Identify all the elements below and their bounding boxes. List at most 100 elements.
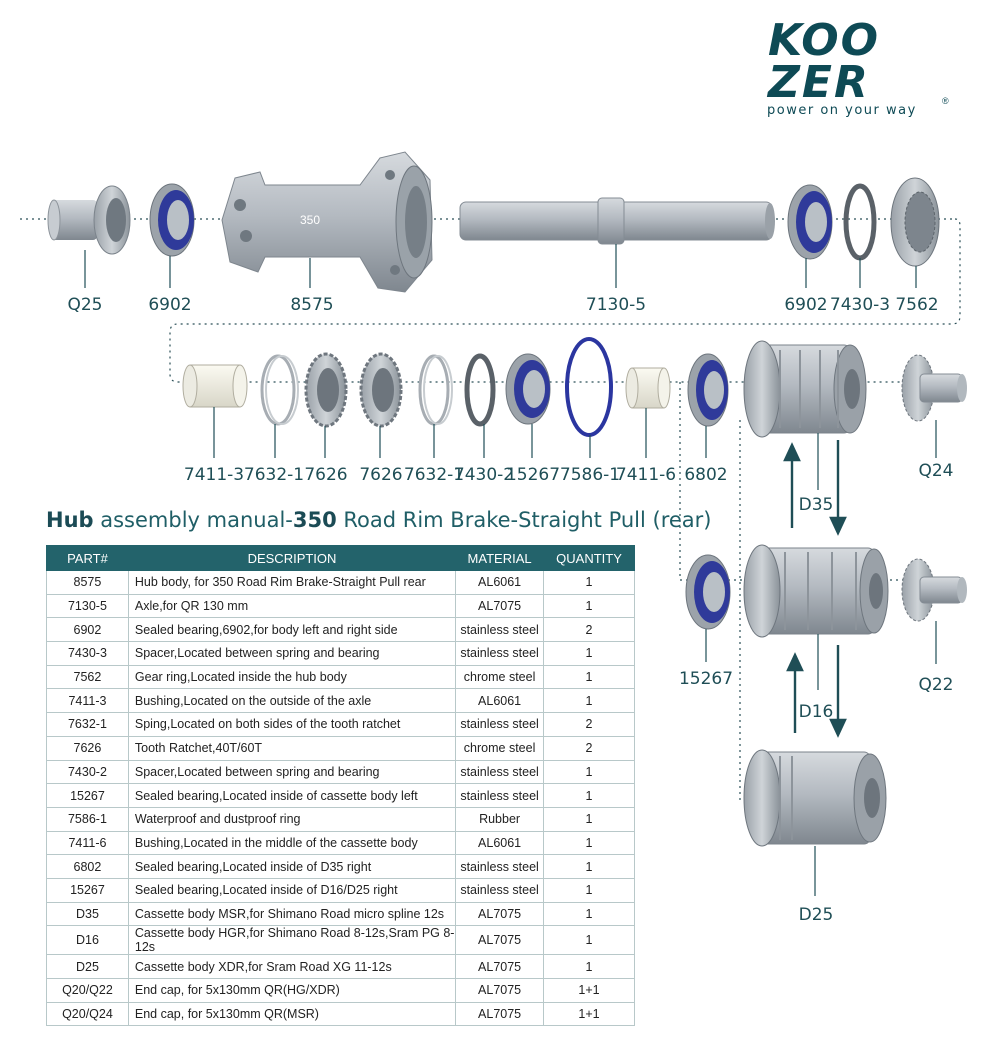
cell-material: AL7075 <box>455 954 545 979</box>
label-6802: 6802 <box>684 465 727 485</box>
brand-word-line1: KOO <box>768 15 881 66</box>
cell-description: Cassette body MSR,for Shimano Road micro… <box>127 901 457 927</box>
leader-lines <box>84 244 937 896</box>
cell-quantity: 1 <box>543 806 635 832</box>
label-7586-1: 7586-1 <box>560 465 620 485</box>
spacer-7430-3 <box>843 183 877 261</box>
bearing-6902-right <box>787 184 833 260</box>
end-cap-q24 <box>901 354 967 422</box>
cell-material: AL7075 <box>455 901 545 927</box>
ratchet-7626-left <box>304 352 348 428</box>
bushing-7411-6 <box>625 367 671 409</box>
cell-description: Sping,Located on both sides of the tooth… <box>127 712 457 737</box>
title-hub: Hub <box>46 508 94 532</box>
cell-quantity: 1 <box>543 593 635 619</box>
cell-part: 7632-1 <box>46 712 129 737</box>
cell-material: stainless steel <box>455 641 545 666</box>
cell-material: stainless steel <box>455 877 545 903</box>
cell-quantity: 1 <box>543 664 635 690</box>
label-15267-right: 15267 <box>679 669 733 689</box>
cell-quantity: 1 <box>543 783 635 808</box>
header-material: MATERIAL <box>455 545 545 571</box>
cell-part: D25 <box>46 954 129 979</box>
cell-quantity: 1 <box>543 854 635 879</box>
cell-material: stainless steel <box>455 712 545 737</box>
cassette-body-d16 <box>743 544 889 638</box>
cell-part: 7586-1 <box>46 806 129 832</box>
cell-description: Waterproof and dustproof ring <box>127 806 457 832</box>
cell-description: Hub body, for 350 Road Rim Brake-Straigh… <box>127 570 457 595</box>
cell-part: 7626 <box>46 735 129 761</box>
assembly-axis-lines <box>20 218 965 801</box>
title-mid: assembly manual- <box>93 508 293 532</box>
title-model: 350 <box>292 508 337 532</box>
cell-material: Rubber <box>455 806 545 832</box>
cell-quantity: 1 <box>543 901 635 927</box>
cell-material: AL7075 <box>455 978 545 1003</box>
label-7411-6: 7411-6 <box>616 465 676 485</box>
cell-part: 7411-6 <box>46 830 129 856</box>
manual-title: Hub assembly manual-350 Road Rim Brake-S… <box>46 508 712 532</box>
cell-part: D35 <box>46 901 129 927</box>
end-cap-q22 <box>901 558 967 622</box>
cell-description: Spacer,Located between spring and bearin… <box>127 641 457 666</box>
cell-quantity: 1 <box>543 759 635 785</box>
label-q25: Q25 <box>67 295 102 315</box>
cell-part: 6802 <box>46 854 129 879</box>
cell-quantity: 1 <box>543 925 635 956</box>
cell-material: AL6061 <box>455 570 545 595</box>
registered-mark: ® <box>942 96 949 106</box>
cell-quantity: 1 <box>543 688 635 714</box>
bearing-6802 <box>687 353 729 427</box>
cell-part: 7411-3 <box>46 688 129 714</box>
cell-material: stainless steel <box>455 617 545 643</box>
spacer-7430-2 <box>464 353 496 427</box>
label-q22: Q22 <box>918 675 953 695</box>
gear-ring-7562 <box>890 177 940 267</box>
cell-description: Cassette body XDR,for Sram Road XG 11-12… <box>127 954 457 979</box>
label-15267-left: 15267 <box>506 465 560 485</box>
part-labels: Q25 6902 8575 7130-5 6902 7430-3 7562 74… <box>67 295 953 925</box>
header-description: DESCRIPTION <box>127 545 457 571</box>
cell-part: Q20/Q24 <box>46 1001 129 1027</box>
cell-material: AL7075 <box>455 925 545 956</box>
ratchet-7626-right <box>359 352 403 428</box>
label-d35: D35 <box>799 495 834 515</box>
brand-wordmark: KOO ZER <box>768 19 880 105</box>
cell-description: End cap, for 5x130mm QR(MSR) <box>127 1001 457 1027</box>
header-quantity: QUANTITY <box>543 545 635 571</box>
cell-description: Gear ring,Located inside the hub body <box>127 664 457 690</box>
hub-body-marking: 350 <box>300 213 320 227</box>
cell-quantity: 1+1 <box>543 1001 635 1027</box>
cell-part: 7562 <box>46 664 129 690</box>
table-header-row: PART# DESCRIPTION MATERIAL QUANTITY <box>46 545 635 571</box>
label-6902-right: 6902 <box>784 295 827 315</box>
cell-material: AL6061 <box>455 830 545 856</box>
title-rest: Road Rim Brake-Straight Pull (rear) <box>336 508 712 532</box>
cell-part: 7130-5 <box>46 593 129 619</box>
label-7626-left: 7626 <box>304 465 347 485</box>
cell-quantity: 1 <box>543 570 635 595</box>
cell-part: D16 <box>46 925 129 956</box>
cell-quantity: 1 <box>543 954 635 979</box>
cell-description: Sealed bearing,Located inside of D16/D25… <box>127 877 457 903</box>
cell-material: chrome steel <box>455 735 545 761</box>
cell-part: 7430-3 <box>46 641 129 666</box>
cassette-body-d35 <box>743 340 867 438</box>
cell-description: Bushing,Located in the middle of the cas… <box>127 830 457 856</box>
end-cap-q25 <box>47 185 131 255</box>
cell-material: AL7075 <box>455 1001 545 1027</box>
